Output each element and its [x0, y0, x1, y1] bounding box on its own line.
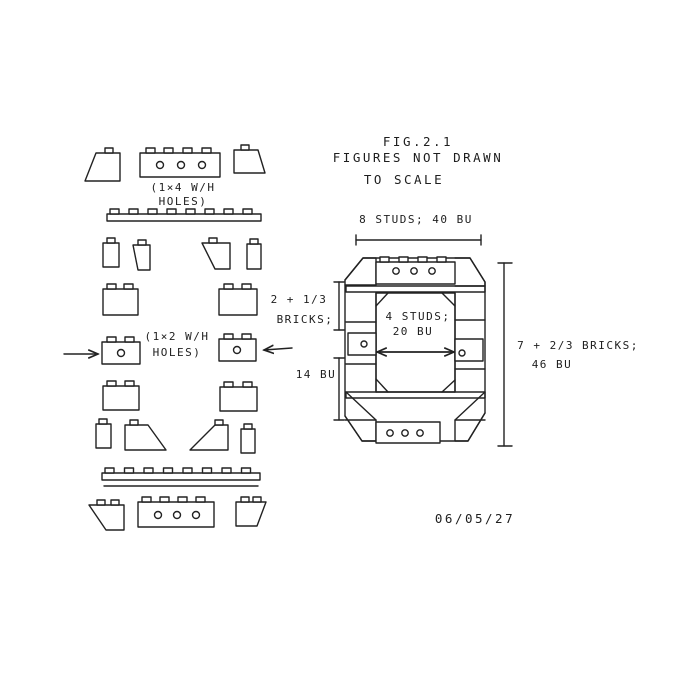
- part-slope-small-right: [201, 237, 231, 270]
- part-brick-1x2-b: [218, 283, 258, 316]
- part-slope-small-left: [132, 239, 151, 271]
- plate-stud: [182, 467, 193, 474]
- plate-stud: [240, 467, 252, 474]
- plate-stud: [223, 208, 234, 215]
- plate-stud: [162, 467, 174, 474]
- label-right-dim-line1: 7 + 2/3 BRICKS;: [517, 339, 639, 352]
- figure-note-line2: TO SCALE: [364, 172, 444, 187]
- date-label: 06/05/27: [435, 511, 515, 526]
- label-1x4-line2: HOLES): [159, 195, 208, 208]
- part-brick-1x1-d: [240, 423, 256, 454]
- part-brick-1x4-holes-top: [139, 147, 221, 178]
- part-slope-right-bottom: [235, 496, 267, 527]
- part-long-plate-bottom: [101, 467, 261, 487]
- label-1x2-line1: (1×2 W/H: [145, 330, 210, 343]
- figure-note-line1: FIGURES NOT DRAWN: [333, 150, 503, 165]
- part-brick-1x1-c: [95, 418, 112, 449]
- part-slope-right-top: [233, 144, 266, 174]
- plate-stud: [123, 467, 135, 474]
- plate-stud: [242, 208, 253, 215]
- part-slope-lower-right: [189, 419, 229, 451]
- plate-stud: [221, 467, 232, 474]
- part-slope-left-top: [84, 147, 121, 182]
- part-slope-lower-left: [124, 419, 167, 451]
- plate-stud: [109, 208, 120, 215]
- part-long-plate-top: [106, 208, 262, 222]
- plate-stud: [204, 208, 215, 215]
- arrow-right-pointer: [264, 348, 293, 350]
- label-1x2-line2: HOLES): [153, 346, 202, 359]
- part-brick-1x2-c: [102, 380, 140, 411]
- plate-stud: [143, 467, 154, 474]
- label-inner-line2: 20 BU: [393, 325, 434, 338]
- part-brick-1x2-holes-b: [218, 333, 257, 362]
- part-brick-1x2-a: [102, 283, 139, 316]
- label-width-top: 8 STUDS; 40 BU: [359, 213, 473, 226]
- part-slope-left-bottom: [88, 499, 125, 531]
- label-inner-line1: 4 STUDS;: [386, 310, 451, 323]
- plate-stud: [147, 208, 158, 215]
- part-brick-1x2-holes-a: [101, 336, 141, 365]
- parts-list: (1×4 W/H HOLES): [63, 144, 293, 531]
- label-left-dim-line2: BRICKS;: [277, 313, 334, 326]
- part-brick-1x1-b: [246, 238, 262, 270]
- part-brick-1x4-holes-bottom: [137, 496, 215, 528]
- label-left-dim-line1: 2 + 1/3: [271, 293, 328, 306]
- figure-number: FIG.2.1: [383, 134, 453, 149]
- part-brick-1x2-d: [219, 381, 258, 412]
- plate-stud: [185, 208, 196, 215]
- plate-stud: [104, 467, 115, 474]
- label-right-dim-line2: 46 BU: [532, 358, 573, 371]
- plate-stud: [128, 208, 139, 215]
- plate-stud: [201, 467, 213, 474]
- label-1x4-line1: (1×4 W/H: [151, 181, 216, 194]
- assembled-frame: FIG.2.1 FIGURES NOT DRAWN TO SCALE 8 STU…: [271, 134, 639, 526]
- part-brick-1x1-a: [102, 237, 120, 268]
- label-left-dim-line3: 14 BU: [296, 368, 337, 381]
- plate-stud: [166, 208, 177, 215]
